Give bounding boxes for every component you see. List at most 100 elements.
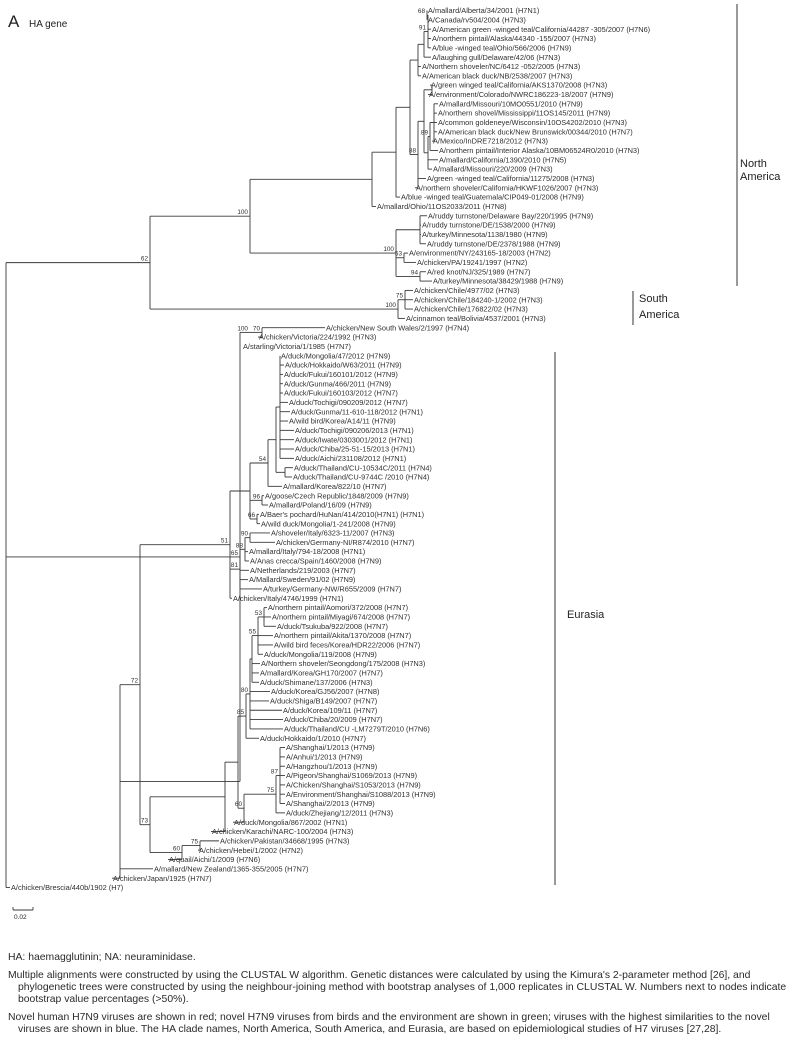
taxon-label: A/duck/Gunma/466/2011 (H7N9) xyxy=(284,379,391,388)
taxon-label: A/Environment/Shanghai/S1088/2013 (H7N9) xyxy=(286,790,436,799)
taxon-label: A/northern shovel/Mississippi/11OS145/20… xyxy=(438,109,610,118)
taxon-labels: A/mallard/Alberta/34/2001 (H7N1)A/Canada… xyxy=(11,6,650,892)
bootstrap-value: 88 xyxy=(409,148,417,155)
taxon-label: A/Anhui/1/2013 (H7N9) xyxy=(286,753,362,762)
taxon-label: A/environment/Colorado/NWRC186223-18/200… xyxy=(429,90,613,99)
taxon-label: A/chicken/PA/19241/1997 (H7N2) xyxy=(417,258,527,267)
taxon-label: A/duck/Thailand/CU-9744C /2010 (H7N4) xyxy=(293,473,429,482)
bootstrap-value: 55 xyxy=(249,629,257,636)
taxon-label: A/northern pintail/Interior Alaska/10BM0… xyxy=(439,146,639,155)
taxon-label: A/duck/Hokkaido/1/2010 (H7N7) xyxy=(260,734,366,743)
taxon-label: A/duck/Korea/109/11 (H7N7) xyxy=(283,706,377,715)
bootstrap-value: 62 xyxy=(141,256,149,263)
bootstrap-value: 90 xyxy=(241,531,249,538)
taxon-label: A/mallard/Alberta/34/2001 (H7N1) xyxy=(428,6,539,15)
taxon-label: A/mallard/Missouri/220/2009 (H7N3) xyxy=(433,165,553,174)
taxon-label: A/duck/Thailand/CU -LM7279T/2010 (H7N6) xyxy=(284,725,430,734)
taxon-label: A/green winged teal/California/AKS1370/2… xyxy=(431,81,607,90)
taxon-label: A/starling/Victoria/1/1985 (H7N7) xyxy=(243,342,351,351)
taxon-label: A/chicken/Chile/184240-1/2002 (H7N3) xyxy=(414,295,543,304)
bootstrap-value: 91 xyxy=(419,24,427,31)
taxon-label: A/chicken/Brescia/440b/1902 (H7) xyxy=(11,883,123,892)
taxon-label: A/American green -winged teal/California… xyxy=(432,25,650,34)
taxon-label: A/northern pintail/Akita/1370/2008 (H7N7… xyxy=(274,631,411,640)
bootstrap-value: 85 xyxy=(237,709,245,716)
taxon-label: A/duck/Shimane/137/2006 (H7N3) xyxy=(260,678,373,687)
taxon-label: A/chicken/Hebei/1/2002 (H7N2) xyxy=(199,846,303,855)
panel-title: HA gene xyxy=(29,19,68,30)
bootstrap-value: 75 xyxy=(267,787,275,794)
taxon-label: A/blue -winged teal/Guatemala/CIP049-01/… xyxy=(401,193,584,202)
taxon-label: A/chicken/Victoria/224/1992 (H7N3) xyxy=(259,333,376,342)
clade-label: South xyxy=(639,293,668,305)
note-methods: Multiple alignments were constructed by … xyxy=(8,970,787,1005)
bootstrap-value: 100 xyxy=(237,325,248,332)
bootstrap-value: 53 xyxy=(255,610,263,617)
taxon-label: A/duck/Korea/GJ56/2007 (H7N8) xyxy=(271,687,379,696)
bootstrap-value: 88 xyxy=(236,542,244,549)
taxon-label: A/duck/Hokkaido/W63/2011 (H7N9) xyxy=(285,361,402,370)
taxon-label: A/mallard/Korea/822/10 (H7N7) xyxy=(283,482,387,491)
bootstrap-value: 53 xyxy=(395,251,403,258)
figure-notes: HA: haemagglutinin; NA: neuraminidase. M… xyxy=(8,952,788,1042)
taxon-label: A/duck/Gunma/11-610-118/2012 (H7N1) xyxy=(291,407,423,416)
taxon-label: A/northern pintail/Alaska/44340 -155/200… xyxy=(432,34,596,43)
taxon-label: A/mallard/Korea/GH170/2007 (H7N7) xyxy=(260,669,383,678)
bootstrap-value: 89 xyxy=(421,129,429,136)
bootstrap-value: 60 xyxy=(235,801,243,808)
taxon-label: A/red knot/NJ/325/1989 (H7N7) xyxy=(427,267,531,276)
taxon-label: A/duck/Fukui/160101/2012 (H7N9) xyxy=(284,370,398,379)
bootstrap-value: 72 xyxy=(131,678,139,685)
taxon-label: A/turkey/Germany-NW/R655/2009 (H7N7) xyxy=(263,585,401,594)
taxon-label: A/northern pintail/Aomori/372/2008 (H7N7… xyxy=(268,603,408,612)
taxon-label: A/mallard/New Zealand/1365-355/2005 (H7N… xyxy=(154,864,308,873)
bootstrap-value: 100 xyxy=(237,209,248,216)
clade-label: America xyxy=(639,309,680,321)
taxon-label: A/quail/Aichi/1/2009 (H7N6) xyxy=(169,855,260,864)
taxon-label: A/environment/NY/243165-18/2003 (H7N2) xyxy=(409,249,551,258)
taxon-label: A/green -winged teal/California/11275/20… xyxy=(427,174,594,183)
tree-branches xyxy=(5,10,438,888)
taxon-label: A/turkey/Minnesota/1138/1980 (H7N9) xyxy=(422,230,548,239)
clade-label: Eurasia xyxy=(567,609,605,621)
taxon-label: A/Shanghai/2/2013 (H7N9) xyxy=(286,799,375,808)
taxon-label: A/goose/Czech Republic/1848/2009 (H7N9) xyxy=(265,491,409,500)
taxon-label: A/duck/Chiba/25-51-15/2013 (H7N1) xyxy=(295,445,415,454)
panel-letter: A xyxy=(8,12,20,31)
taxon-label: A/duck/Mongolia/867/2002 (H7N1) xyxy=(234,818,347,827)
taxon-label: A/duck/Tochigi/090206/2013 (H7N1) xyxy=(295,426,414,435)
taxon-label: A/chicken/Chile/176822/02 (H7N3) xyxy=(414,305,528,314)
taxon-label: A/laughing gull/Delaware/42/06 (H7N3) xyxy=(432,53,560,62)
taxon-label: A/shoveler/Italy/6323-11/2007 (H7N3) xyxy=(271,529,395,538)
taxon-label: A/duck/Chiba/20/2009 (H7N7) xyxy=(284,715,383,724)
bootstrap-value: 81 xyxy=(231,562,239,569)
taxon-label: A/cinnamon teal/Bolivia/4537/2001 (H7N3) xyxy=(406,314,546,323)
taxon-label: A/wild bird/Korea/A14/11 (H7N9) xyxy=(289,417,396,426)
taxon-label: A/Northern shoveler/NC/6412 -052/2005 (H… xyxy=(422,62,580,71)
clade-label: North xyxy=(740,158,767,170)
taxon-label: A/duck/Shiga/B149/2007 (H7N7) xyxy=(270,697,377,706)
taxon-label: A/Canada/rv504/2004 (H7N3) xyxy=(428,15,526,24)
taxon-label: A/duck/Tochigi/090209/2012 (H7N7) xyxy=(289,398,408,407)
note-abbreviations: HA: haemagglutinin; NA: neuraminidase. xyxy=(8,952,196,963)
taxon-label: A/wild bird feces/Korea/HDR22/2006 (H7N7… xyxy=(274,641,420,650)
clade-label: America xyxy=(740,171,781,183)
bootstrap-value: 60 xyxy=(173,846,181,853)
bootstrap-value: 96 xyxy=(253,493,261,500)
taxon-label: A/blue -winged teal/Ohio/566/2006 (H7N9) xyxy=(432,43,571,52)
taxon-label: A/ruddy turnstone/DE/1538/2000 (H7N9) xyxy=(422,221,556,230)
taxon-label: A/chicken/Italy/4746/1999 (H7N1) xyxy=(233,594,344,603)
taxon-label: A/mallard/Missouri/10MO0551/2010 (H7N9) xyxy=(439,99,583,108)
bootstrap-value: 66 xyxy=(248,512,256,519)
bootstrap-value: 100 xyxy=(385,302,396,309)
bootstrap-value: 54 xyxy=(259,456,267,463)
bootstrap-value: 75 xyxy=(191,839,199,846)
note-color-legend: Novel human H7N9 viruses are shown in re… xyxy=(8,1012,770,1035)
taxon-label: A/Pigeon/Shanghai/S1069/2013 (H7N9) xyxy=(286,771,417,780)
bootstrap-value: 65 xyxy=(231,550,239,557)
taxon-label: A/Hangzhou/1/2013 (H7N9) xyxy=(286,762,377,771)
taxon-label: A/turkey/Minnesota/38429/1988 (H7N9) xyxy=(433,277,563,286)
taxon-label: A/chicken/Japan/1925 (H7N7) xyxy=(113,874,212,883)
taxon-label: A/chicken/Pakistan/34668/1995 (H7N3) xyxy=(220,836,349,845)
